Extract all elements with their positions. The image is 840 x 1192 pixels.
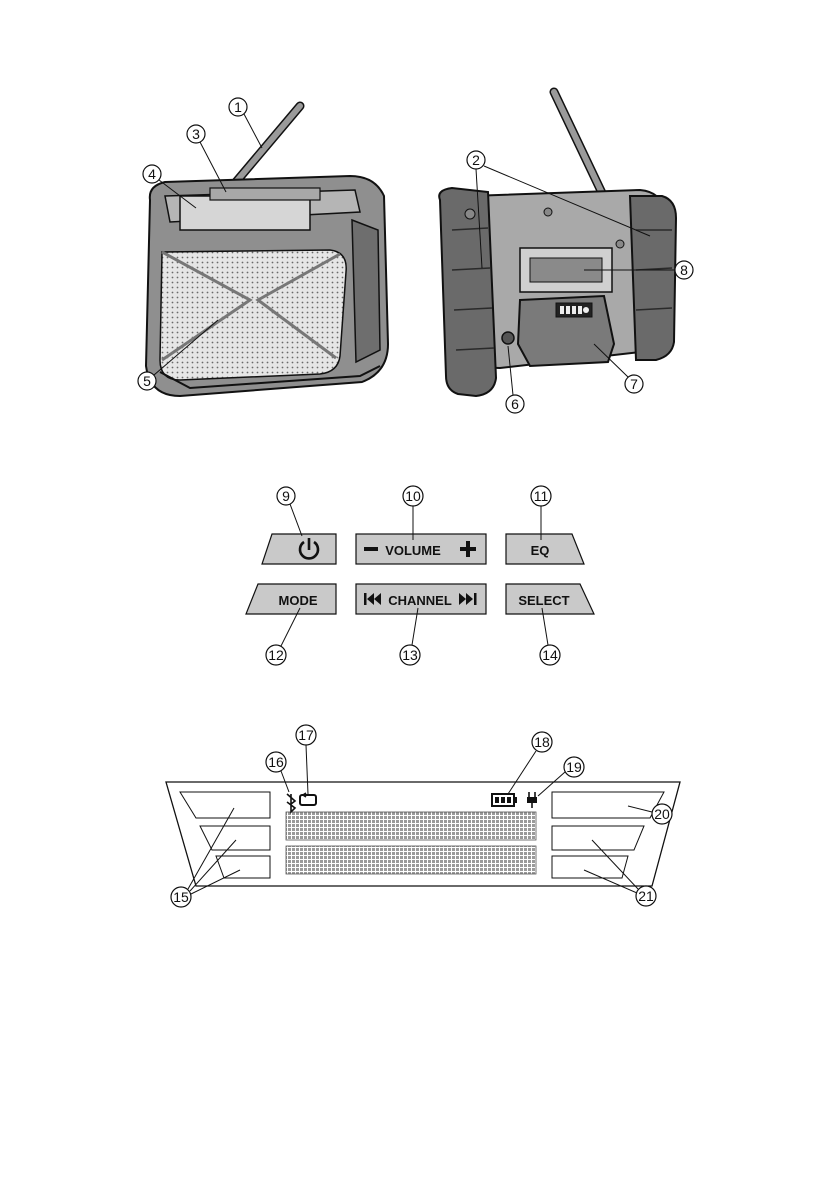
left-bumper [439,188,496,396]
select-label: SELECT [518,593,569,608]
svg-text:8: 8 [680,262,688,278]
callout-12: 12 [266,608,300,665]
control-buttons: VOLUME EQ MODE CHANNEL [246,534,594,614]
right-bumper [630,196,676,360]
callout-13: 13 [400,608,420,665]
radio-rear-view [439,92,676,396]
eq-label: EQ [531,543,550,558]
callout-1: 1 [229,98,262,148]
left-segment-2 [200,826,270,850]
svg-text:18: 18 [534,734,550,750]
svg-text:6: 6 [511,396,519,412]
svg-text:10: 10 [405,488,421,504]
svg-text:11: 11 [534,488,549,504]
speaker-grille [160,250,346,380]
svg-text:21: 21 [638,888,654,904]
top-display-window [180,196,310,230]
lcd-display [166,782,680,886]
volume-button[interactable]: VOLUME [356,534,486,564]
dot-matrix-row-2 [286,846,536,874]
svg-text:17: 17 [298,727,314,743]
dot-matrix-row-1 [286,812,536,840]
svg-text:16: 16 [268,754,284,770]
mode-label: MODE [279,593,318,608]
eq-button[interactable]: EQ [506,534,584,564]
svg-text:20: 20 [654,806,670,822]
svg-text:12: 12 [268,647,284,663]
callout-10: 10 [403,486,423,540]
svg-text:15: 15 [173,889,189,905]
radio-front-view [146,106,388,396]
svg-text:13: 13 [402,647,418,663]
left-segment-3 [216,856,270,878]
callout-9: 9 [277,487,302,536]
aux-jack [502,332,514,344]
right-segment-1 [552,792,664,818]
svg-text:19: 19 [566,759,582,775]
svg-text:2: 2 [472,152,480,168]
volume-label: VOLUME [385,543,441,558]
svg-text:1: 1 [234,99,242,115]
svg-text:5: 5 [143,373,151,389]
minus-icon [364,547,378,551]
svg-text:14: 14 [542,647,558,663]
select-button[interactable]: SELECT [506,584,594,614]
mode-button[interactable]: MODE [246,584,336,614]
svg-text:9: 9 [282,488,290,504]
callout-11: 11 [531,486,551,540]
power-button[interactable] [262,534,336,564]
channel-label: CHANNEL [388,593,452,608]
control-panel [210,188,320,200]
callout-14: 14 [540,608,560,665]
svg-text:4: 4 [148,166,156,182]
right-segment-3 [552,856,628,878]
channel-button[interactable]: CHANNEL [356,584,486,614]
left-segment-1 [180,792,270,818]
svg-text:3: 3 [192,126,200,142]
svg-text:7: 7 [630,376,638,392]
